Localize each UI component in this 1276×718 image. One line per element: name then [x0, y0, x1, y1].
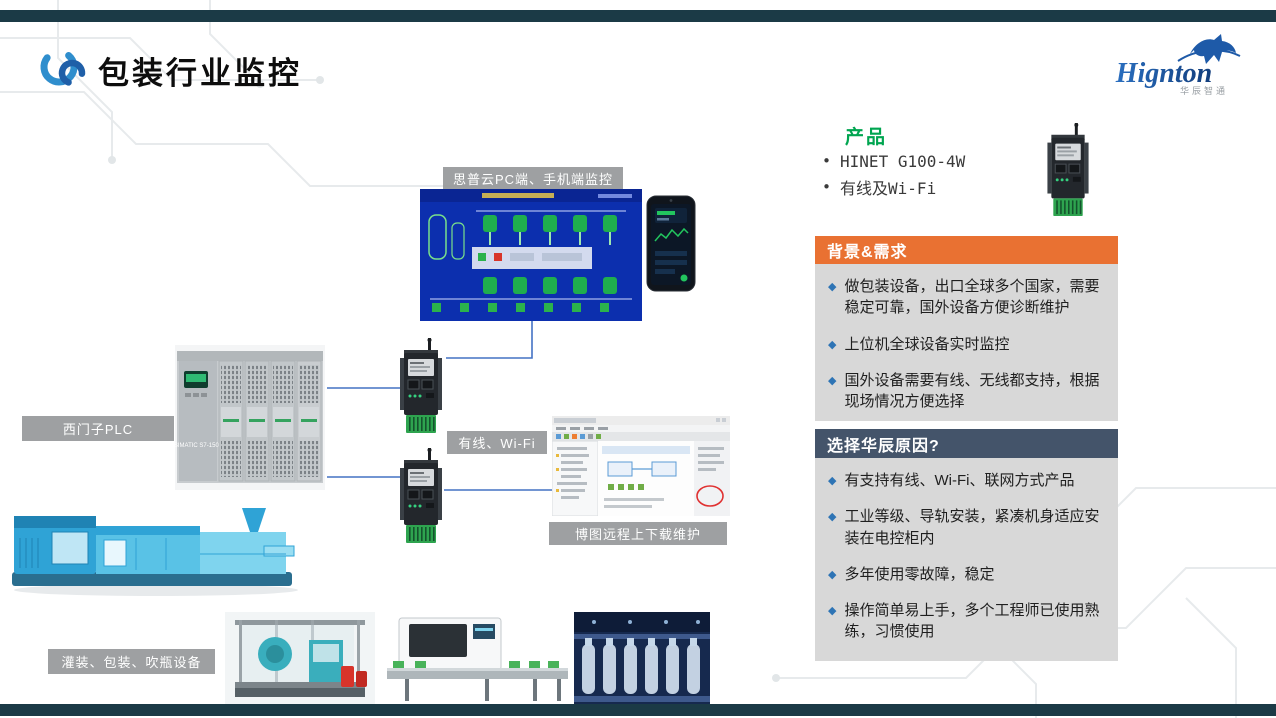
- product-item-text: HINET G100-4W: [840, 151, 966, 171]
- cloud-swirl-logo-icon: [40, 48, 86, 87]
- diamond-bullet-icon: ◆: [828, 605, 837, 618]
- bottle-blowing-machine-photo: [574, 612, 710, 709]
- brand-name-text: Hignton: [1115, 58, 1212, 89]
- bottom-accent-bar: [0, 704, 1276, 716]
- top-accent-bar: [0, 10, 1276, 22]
- diamond-bullet-icon: ◆: [828, 338, 837, 351]
- section-header-background: 背景&需求: [815, 236, 1118, 264]
- bullet-item: ◆ 工业等级、导轨安装，紧凑机身适应安装在电控柜内: [825, 506, 1106, 549]
- label-siemens-plc: 西门子PLC: [22, 416, 174, 441]
- brand-subtitle-text: 华辰智通: [1180, 85, 1228, 96]
- gazelle-icon: [1177, 34, 1241, 64]
- bullet-text: 上位机全球设备实时监控: [844, 335, 1010, 353]
- diamond-bullet-icon: ◆: [828, 281, 837, 293]
- diamond-bullet-icon: ◆: [828, 374, 837, 387]
- bullet-item: ◆ 国外设备需要有线、无线都支持，根据现场情况方便选择: [825, 370, 1106, 413]
- phone-monitor: [646, 195, 696, 297]
- circuit-pattern-topleft: [0, 0, 500, 187]
- bullet-item: ◆ 做包装设备，出口全球多个国家，需要稳定可靠，国外设备方便诊断维护: [825, 276, 1106, 319]
- scada-screenshot: [420, 189, 642, 326]
- bullet-item: ◆ 操作简单易上手，多个工程师已使用熟练，习惯使用: [825, 600, 1106, 643]
- bullet-item: ◆ 多年使用零故障，稳定: [825, 564, 1106, 585]
- label-wired-wifi: 有线、Wi-Fi: [447, 431, 547, 454]
- section-header-reasons: 选择华辰原因?: [815, 429, 1118, 458]
- diamond-bullet-icon: ◆: [828, 475, 837, 487]
- hignton-brand-logo: Hignton 华辰智通: [1115, 34, 1241, 96]
- bullet-text: 国外设备需要有线、无线都支持，根据现场情况方便选择: [844, 371, 1100, 411]
- label-tia-remote-maintenance: 博图远程上下载维护: [549, 522, 727, 545]
- diamond-bullet-icon: ◆: [828, 568, 837, 581]
- filling-machine-photo: [225, 612, 375, 709]
- dot-bullet-icon: •: [822, 178, 832, 196]
- bullet-item: ◆ 上位机全球设备实时监控: [825, 334, 1106, 355]
- product-item: • 有线及Wi-Fi: [822, 174, 965, 200]
- bullet-text: 有支持有线、Wi-Fi、联网方式产品: [844, 472, 1075, 489]
- dot-bullet-icon: •: [822, 152, 832, 170]
- page-title: 包装行业监控: [98, 56, 302, 91]
- packaging-machine-photo: [385, 612, 570, 709]
- label-packaging-equipment: 灌装、包装、吹瓶设备: [48, 649, 215, 674]
- plc-model-text: SIMATIC S7-1500: [175, 443, 223, 449]
- product-heading: 产品: [845, 127, 888, 148]
- product-device-photo: [1030, 122, 1106, 220]
- siemens-plc-photo: SIMATIC S7-1500: [174, 345, 325, 495]
- product-item: • HINET G100-4W: [822, 148, 965, 174]
- bullet-text: 工业等级、导轨安装，紧凑机身适应安装在电控柜内: [844, 508, 1100, 547]
- bullet-text: 操作简单易上手，多个工程师已使用熟练，习惯使用: [844, 602, 1100, 641]
- product-list: • HINET G100-4W • 有线及Wi-Fi: [822, 148, 965, 200]
- bullet-text: 做包装设备，出口全球多个国家，需要稳定可靠，国外设备方便诊断维护: [844, 278, 1100, 317]
- section-body-reasons: ◆ 有支持有线、Wi-Fi、联网方式产品 ◆ 工业等级、导轨安装，紧凑机身适应安…: [815, 458, 1118, 661]
- diamond-bullet-icon: ◆: [828, 511, 837, 524]
- injection-molding-machine-photo: [6, 498, 300, 603]
- label-cloud-monitoring: 思普云PC端、手机端监控: [443, 167, 623, 189]
- gateway-device-2: [398, 447, 444, 551]
- bullet-item: ◆ 有支持有线、Wi-Fi、联网方式产品: [825, 470, 1106, 491]
- tia-portal-screenshot: [551, 415, 731, 521]
- product-item-text: 有线及Wi-Fi: [840, 179, 937, 198]
- section-body-background: ◆ 做包装设备，出口全球多个国家，需要稳定可靠，国外设备方便诊断维护 ◆ 上位机…: [815, 264, 1118, 421]
- bullet-text: 多年使用零故障，稳定: [844, 565, 995, 583]
- gateway-device-1: [398, 337, 444, 441]
